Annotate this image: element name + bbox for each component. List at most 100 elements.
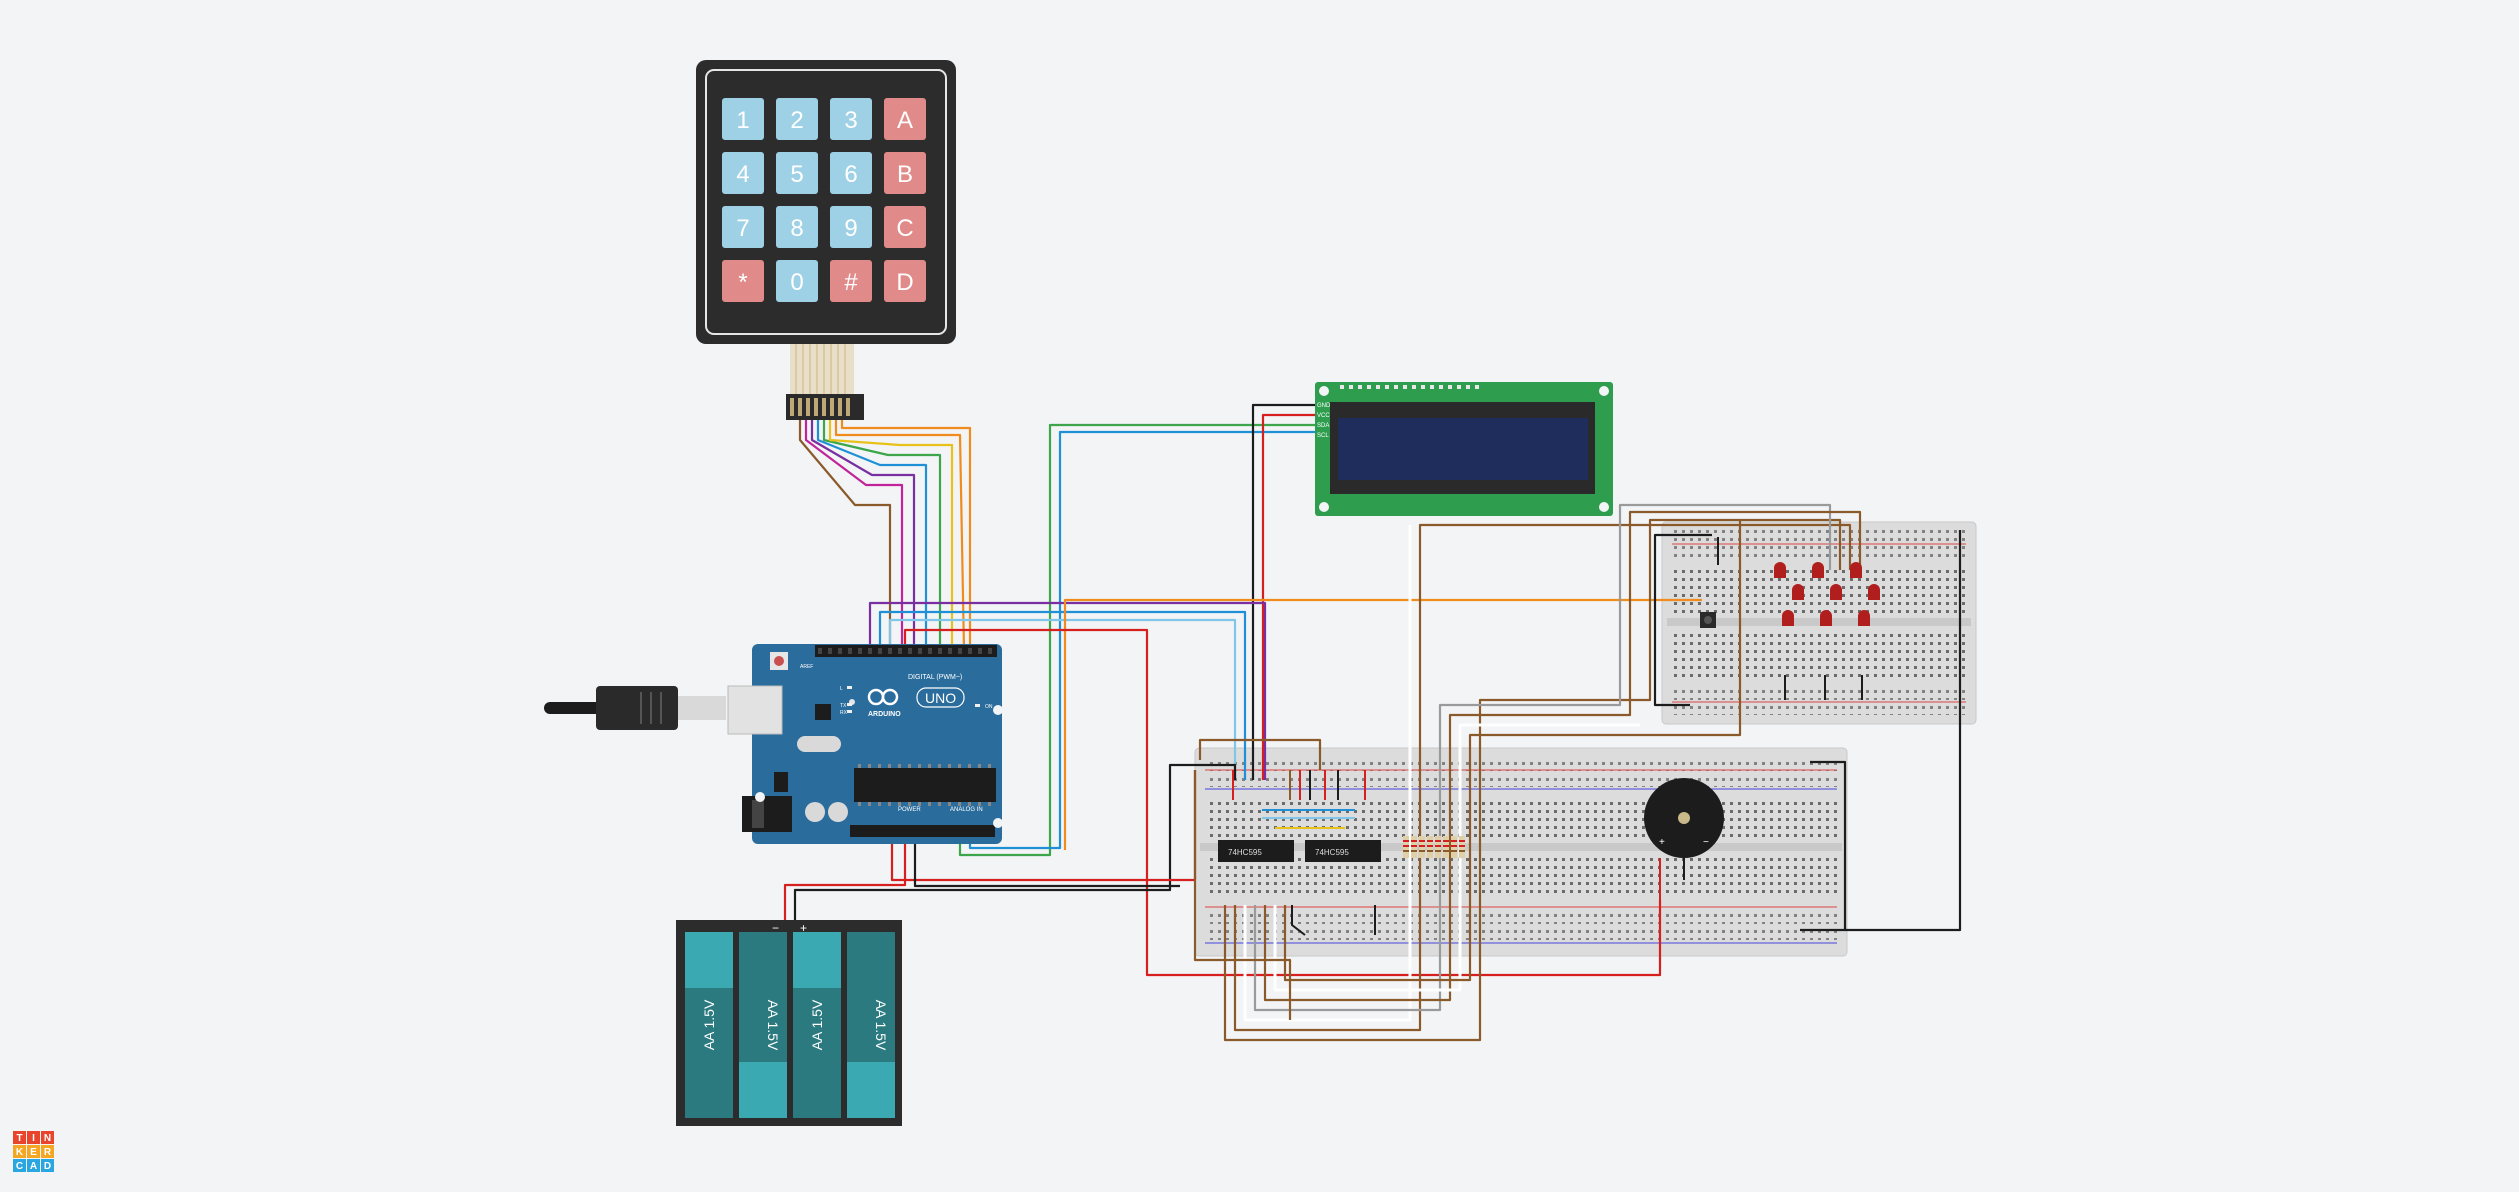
led-array[interactable] — [1774, 562, 1880, 626]
keypad-key[interactable] — [830, 260, 872, 302]
keypad-key[interactable] — [722, 98, 764, 140]
keypad-key[interactable] — [776, 98, 818, 140]
battery-plus: + — [800, 921, 807, 935]
logo-letter: R — [44, 1147, 52, 1158]
tx-label: TX — [840, 703, 847, 709]
chip1-label: 74HC595 — [1228, 848, 1262, 857]
keypad-key-label: D — [896, 269, 913, 296]
keypad-key-label: 8 — [790, 215, 803, 242]
wire-signal-lightblue — [888, 618, 1237, 780]
keypad-key-label: 1 — [736, 107, 749, 134]
lcd-pin-gnd: GND — [1317, 403, 1331, 409]
wire-sr-white2 — [1273, 723, 1640, 992]
arduino-model: UNO — [925, 690, 956, 706]
wire-keypad-2 — [804, 418, 904, 650]
wire-arduino-black2 — [913, 840, 1180, 888]
lcd-pin-vcc: VCC — [1317, 413, 1330, 419]
keypad-key[interactable] — [830, 152, 872, 194]
keypad-key[interactable] — [722, 152, 764, 194]
battery-cell-label: AA 1.5V — [873, 1000, 889, 1051]
keypad-key[interactable] — [884, 206, 926, 248]
keypad-key-label: 0 — [790, 269, 803, 296]
l-label: L — [840, 686, 843, 692]
wire-sr-left-brown — [1193, 770, 1292, 1020]
keypad-key-label: A — [897, 107, 913, 134]
logo-letter: D — [44, 1161, 51, 1172]
led-red[interactable] — [1812, 562, 1824, 578]
keypad-key[interactable] — [884, 152, 926, 194]
reset-button[interactable] — [774, 656, 784, 666]
led-red[interactable] — [1820, 610, 1832, 626]
wire-right-black — [1800, 530, 1962, 932]
buzzer-minus: − — [1703, 837, 1709, 848]
arduino-uno[interactable]: ARDUINO UNO DIGITAL (PWM~) POWER ANALOG … — [544, 644, 1003, 844]
wire-battery-black — [793, 763, 1237, 925]
wire-signal-red-long — [903, 628, 1662, 977]
keypad-key[interactable] — [722, 260, 764, 302]
led-red[interactable] — [1850, 562, 1862, 578]
keypad-key[interactable] — [776, 152, 818, 194]
battery-cell-label: AA 1.5V — [765, 1000, 781, 1051]
wire-keypad-8 — [840, 418, 972, 650]
chip2-label: 74HC595 — [1315, 848, 1349, 857]
led-red[interactable] — [1830, 584, 1842, 600]
led-red[interactable] — [1868, 584, 1880, 600]
led-red[interactable] — [1858, 610, 1870, 626]
wire-sr-brown3 — [1263, 510, 1862, 1002]
wire-keypad-6 — [828, 418, 954, 650]
keypad-key[interactable] — [830, 98, 872, 140]
piezo-buzzer[interactable]: + − — [1644, 778, 1724, 900]
keypad-key-label: B — [897, 161, 913, 188]
battery-minus: − — [772, 921, 779, 935]
pushbutton[interactable] — [1700, 612, 1716, 628]
wire-sr-white1 — [1243, 525, 1412, 1022]
digital-label: DIGITAL (PWM~) — [908, 674, 962, 681]
wire-keypad-1 — [798, 418, 892, 650]
logo-letter: K — [16, 1147, 24, 1158]
keypad-key-label: * — [738, 269, 747, 296]
wire-sr-left-brown2 — [1198, 738, 1322, 770]
keypad-key-label: 5 — [790, 161, 803, 188]
keypad-key-label: 7 — [736, 215, 749, 242]
led-red[interactable] — [1774, 562, 1786, 578]
keypad-key[interactable] — [776, 260, 818, 302]
keypad-key-label: 3 — [844, 107, 857, 134]
wire-signal-blue — [878, 610, 1247, 780]
keypad-key-label: 4 — [736, 161, 749, 188]
shift-register-1[interactable]: 74HC595 — [1218, 840, 1294, 862]
lcd-display[interactable]: GND VCC SDA SCL — [1315, 382, 1613, 516]
keypad-key[interactable] — [830, 206, 872, 248]
logo-letter: A — [30, 1161, 37, 1172]
wire-battery-red — [783, 840, 907, 925]
power-label: POWER — [898, 807, 921, 813]
usb-cable — [544, 686, 726, 730]
rx-label: RX — [840, 710, 848, 716]
wires[interactable] — [783, 403, 1962, 1042]
wire-keypad-5 — [822, 418, 942, 650]
led-red[interactable] — [1782, 610, 1794, 626]
wire-sr-brown1 — [1223, 518, 1842, 1042]
wire-keypad-4 — [816, 418, 928, 650]
arduino-logo — [867, 688, 899, 706]
led-red[interactable] — [1792, 584, 1804, 600]
keypad-key[interactable] — [884, 260, 926, 302]
keypad-key-label: 6 — [844, 161, 857, 188]
wire-sr-brown4 — [1283, 520, 1742, 982]
logo-letter: I — [32, 1133, 35, 1144]
keypad-key[interactable] — [776, 206, 818, 248]
wire-signal-orange — [1063, 598, 1702, 850]
lcd-pin-sda: SDA — [1317, 423, 1329, 429]
keypad-key[interactable] — [722, 206, 764, 248]
resistor-array[interactable] — [1403, 836, 1465, 858]
keypad-key-label: 2 — [790, 107, 803, 134]
wire-breadboard-black — [1810, 760, 1847, 930]
keypad-key[interactable] — [884, 98, 926, 140]
jumper-strips — [1232, 770, 1376, 936]
shift-register-2[interactable]: 74HC595 — [1305, 840, 1381, 862]
aref-label: AREF — [800, 664, 813, 670]
wire-keypad-7 — [834, 418, 966, 651]
